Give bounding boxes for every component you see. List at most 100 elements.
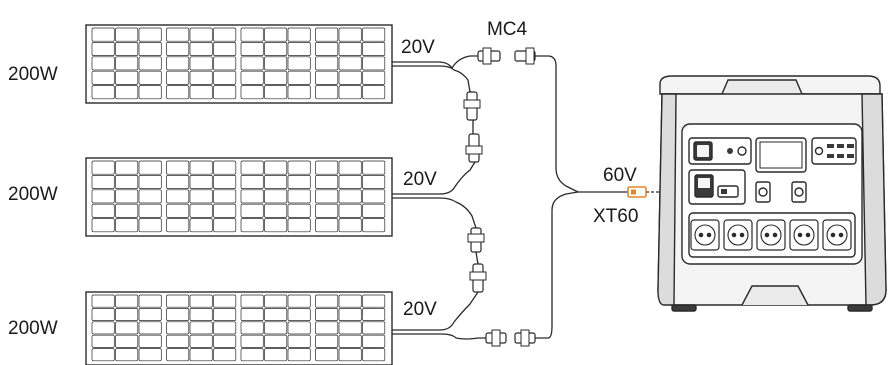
solar-cell <box>166 85 190 100</box>
solar-cell <box>213 70 237 85</box>
panel-2-lead-bottom <box>392 197 457 203</box>
xt60-label: XT60 <box>593 206 638 227</box>
solar-cell <box>315 70 339 85</box>
solar-cell <box>362 85 386 100</box>
solar-cell <box>287 27 311 42</box>
solar-cell <box>315 42 339 56</box>
solar-cell <box>91 348 115 362</box>
usb-c-port[interactable] <box>837 154 844 158</box>
solar-panel-3 <box>85 291 393 365</box>
usb-port[interactable] <box>847 144 854 148</box>
indicator-icon <box>727 148 733 154</box>
solar-cell <box>362 308 386 321</box>
usb-button-icon[interactable] <box>814 146 824 156</box>
station-foot-left <box>671 304 697 312</box>
solar-cell <box>264 203 288 218</box>
solar-cell <box>362 27 386 42</box>
solar-cell <box>115 294 139 308</box>
solar-panel-2 <box>85 157 393 237</box>
solar-cell <box>189 203 213 218</box>
solar-cell <box>264 85 288 100</box>
panel-3-lead-top <box>392 321 455 331</box>
solar-cell <box>264 42 288 56</box>
solar-cell <box>138 321 162 335</box>
usb-c-port[interactable] <box>847 154 854 158</box>
solar-cell <box>189 160 213 175</box>
ac-outlets <box>690 219 852 251</box>
solar-panels <box>85 24 393 365</box>
solar-cell <box>287 348 311 362</box>
mc4-connector <box>465 133 483 163</box>
station-foot-right <box>847 304 873 312</box>
ac-outlet[interactable] <box>756 219 786 251</box>
solar-cell <box>287 42 311 56</box>
solar-cell <box>91 308 115 321</box>
solar-cell <box>362 203 386 218</box>
solar-cell <box>362 294 386 308</box>
solar-cell <box>240 85 264 100</box>
solar-cell <box>287 334 311 348</box>
solar-cell <box>287 218 311 233</box>
solar-cell <box>213 308 237 321</box>
ac-button-icon[interactable] <box>737 146 747 156</box>
solar-cell <box>338 189 362 204</box>
solar-cell <box>362 218 386 233</box>
solar-cell <box>189 42 213 56</box>
solar-cell <box>138 334 162 348</box>
solar-cell <box>115 27 139 42</box>
usb-port[interactable] <box>837 144 844 148</box>
solar-cell <box>138 175 162 189</box>
solar-cell <box>115 42 139 56</box>
ac-outlet[interactable] <box>690 219 720 251</box>
panel-3-y-upper <box>453 291 479 323</box>
station-side-bumper <box>657 93 677 306</box>
solar-cell <box>338 218 362 233</box>
solar-cell <box>189 294 213 308</box>
panel-2-y-upper <box>453 161 476 189</box>
solar-cell <box>213 334 237 348</box>
solar-cell <box>264 334 288 348</box>
solar-cell <box>91 42 115 56</box>
solar-cell <box>213 294 237 308</box>
mc4-connectors <box>463 47 536 347</box>
solar-cell <box>166 175 190 189</box>
solar-cell <box>362 70 386 85</box>
usb-port[interactable] <box>827 144 834 148</box>
xt60-input-port[interactable] <box>717 185 739 198</box>
solar-cell <box>264 308 288 321</box>
solar-cell <box>138 85 162 100</box>
ac-outlet[interactable] <box>723 219 753 251</box>
solar-cell <box>362 175 386 189</box>
solar-cell <box>338 85 362 100</box>
solar-cell <box>362 321 386 335</box>
solar-cell <box>338 27 362 42</box>
solar-cell <box>166 321 190 335</box>
panel-3-lead-bottom <box>392 333 457 339</box>
solar-cell <box>240 42 264 56</box>
solar-cell <box>189 308 213 321</box>
solar-cell <box>213 27 237 42</box>
solar-cell <box>315 85 339 100</box>
solar-cell <box>338 294 362 308</box>
panel-1-voltage-label: 20V <box>401 37 435 58</box>
solar-cell <box>138 218 162 233</box>
mc4-connector <box>477 47 501 65</box>
solar-cell <box>338 42 362 56</box>
solar-cell <box>264 160 288 175</box>
solar-cell <box>338 334 362 348</box>
usb-c-port[interactable] <box>827 154 834 158</box>
solar-cell <box>166 308 190 321</box>
solar-cell <box>189 348 213 362</box>
solar-cell <box>91 321 115 335</box>
solar-cell <box>189 85 213 100</box>
solar-cell <box>138 27 162 42</box>
solar-cell <box>315 27 339 42</box>
solar-cell <box>166 27 190 42</box>
mc4-extension-negative <box>535 191 579 339</box>
mc4-extension-positive <box>535 55 579 193</box>
usb-ports-module <box>811 137 857 165</box>
panel-3-voltage-label: 20V <box>403 299 437 320</box>
ac-outlet[interactable] <box>822 219 852 251</box>
solar-cell <box>115 203 139 218</box>
ac-outlet[interactable] <box>789 219 819 251</box>
